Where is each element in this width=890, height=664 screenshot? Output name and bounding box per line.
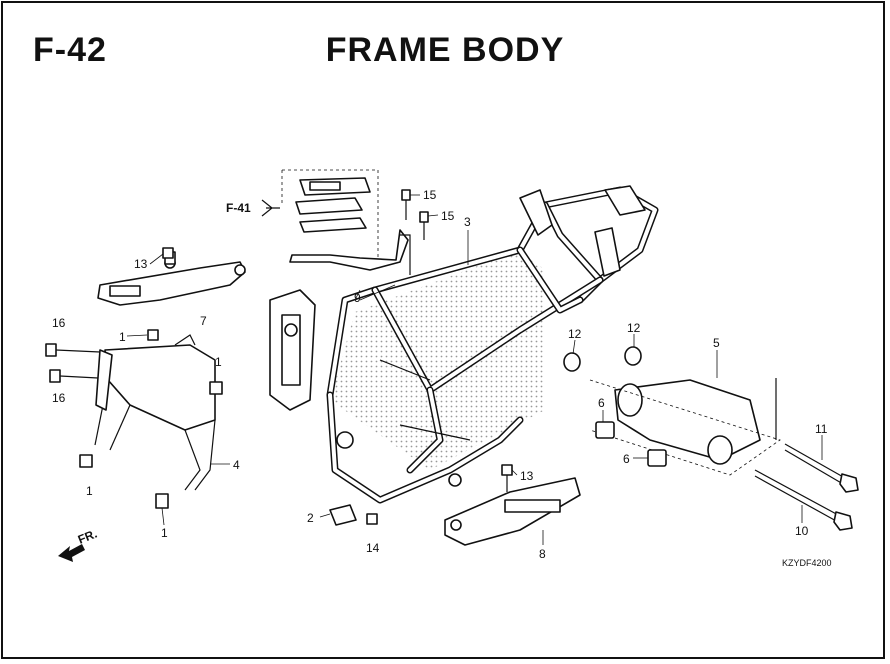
front-direction-arrow: FR. xyxy=(58,527,99,562)
part-10-long-bolt xyxy=(754,469,853,531)
leader-lines xyxy=(126,194,823,545)
part-2-clip xyxy=(329,504,357,526)
diagram-code: KZYDF4200 xyxy=(782,558,832,568)
part-11-long-bolt xyxy=(784,443,859,493)
callout-6-upper: 6 xyxy=(598,396,605,410)
part-9-bracket xyxy=(289,229,411,301)
callout-11: 11 xyxy=(815,422,828,436)
part-4-stand xyxy=(79,329,223,509)
callout-1-left: 1 xyxy=(86,484,93,498)
page-title: FRAME BODY xyxy=(325,31,565,69)
part-6-bushing-upper xyxy=(595,421,615,439)
callout-1-upper: 1 xyxy=(119,330,126,344)
callout-6-lower: 6 xyxy=(623,452,630,466)
reference-f41-label: F-41 xyxy=(226,201,251,215)
callout-10: 10 xyxy=(795,524,809,538)
part-15-bolt-lower xyxy=(419,211,429,223)
part-13-bolt-lower xyxy=(501,464,513,476)
callout-7: 7 xyxy=(200,314,207,328)
part-12-bushing-left xyxy=(563,352,581,372)
callout-8: 8 xyxy=(539,547,546,561)
figure-code: F-42 xyxy=(33,31,107,69)
part-6-bushing-lower xyxy=(647,449,667,467)
callout-5: 5 xyxy=(713,336,720,350)
callout-9: 9 xyxy=(354,291,361,305)
callout-15-upper: 15 xyxy=(423,188,437,202)
callout-14: 14 xyxy=(366,541,380,555)
callout-1-right: 1 xyxy=(215,355,222,369)
part-5-engine-hanger xyxy=(589,379,781,476)
main-frame xyxy=(269,185,659,504)
callout-1-bottom: 1 xyxy=(161,526,168,540)
callout-13-lower: 13 xyxy=(520,469,534,483)
callout-13-upper: 13 xyxy=(134,257,148,271)
part-12-bushing-right xyxy=(624,346,642,366)
callout-15-lower: 15 xyxy=(441,209,455,223)
callout-2: 2 xyxy=(307,511,314,525)
part-13-bolt-upper xyxy=(162,247,174,259)
part-16-bolts xyxy=(45,343,101,383)
front-direction-label: FR. xyxy=(76,527,99,547)
part-15-bolt-upper xyxy=(401,189,411,201)
callout-12-left: 12 xyxy=(568,327,582,341)
part-7-bracket xyxy=(97,251,246,306)
f41-reference-group xyxy=(261,169,379,260)
part-14-bolt xyxy=(366,513,378,525)
callout-4: 4 xyxy=(233,458,240,472)
callout-12-right: 12 xyxy=(627,321,641,335)
part-8-floor-bracket xyxy=(444,477,581,546)
callout-16-upper: 16 xyxy=(52,316,66,330)
callout-16-lower: 16 xyxy=(52,391,66,405)
callout-3: 3 xyxy=(464,215,471,229)
